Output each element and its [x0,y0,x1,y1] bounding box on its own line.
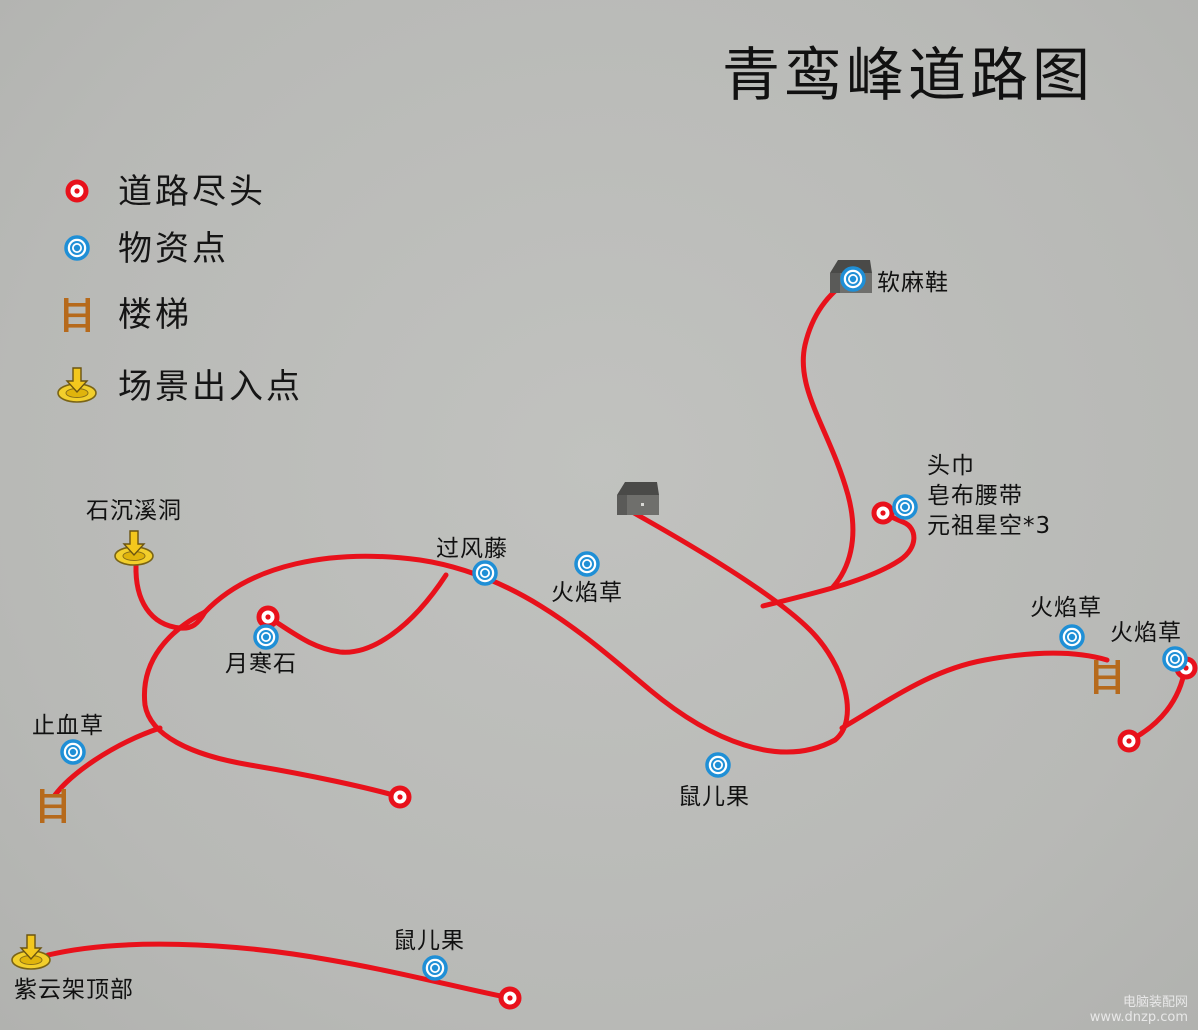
place-label-huoyancao-2: 火焰草 [1030,595,1102,621]
place-label-ziyunjia-top: 紫云架顶部 [14,977,134,1003]
watermark-line2: www.dnzp.com [1089,1010,1188,1026]
supply-point-icon[interactable] [472,560,498,586]
place-label-huoyancao-1: 火焰草 [551,580,623,606]
supply-point-icon[interactable] [840,266,866,292]
place-label-shuerguo-2: 鼠儿果 [393,928,465,954]
legend-supply-label: 物资点 [118,229,229,269]
road-east [839,650,1110,731]
road-far-east [1126,665,1188,744]
legend-entry-icon [57,367,97,403]
scene-entry-icon[interactable] [114,530,154,566]
supply-point-icon[interactable] [1162,646,1188,672]
road-network [45,277,1188,1001]
road-end-icon[interactable] [501,989,519,1007]
supply-point-icon[interactable] [60,739,86,765]
legend-stairs-label: 楼梯 [118,295,192,335]
road-south [45,941,513,1001]
road-to-stairs-west [52,725,163,798]
supply-point-icon[interactable] [1059,624,1085,650]
road-to-ruanmaxie [800,277,856,590]
road-west-loop [202,510,850,755]
supply-point-icon[interactable] [253,624,279,650]
supply-point-icon[interactable] [705,752,731,778]
legend-road-end-icon [68,182,86,200]
place-label-zhixuecao: 止血草 [32,713,104,739]
road-end-icon[interactable] [1120,732,1138,750]
road-end-icon[interactable] [874,504,892,522]
place-label-shuerguo-1: 鼠儿果 [678,784,750,810]
place-label-huoyancao-3: 火焰草 [1110,620,1182,646]
house-icon [617,482,659,515]
place-label-guofengteng: 过风藤 [436,536,508,562]
supply-point-icon[interactable] [892,494,918,520]
legend-supply-icon [64,235,90,261]
road-end-icon[interactable] [259,608,277,626]
watermark-line1: 电脑装配网 [1122,995,1188,1011]
watermark: 电脑装配网 www.dnzp.com [1089,995,1188,1026]
map-title: 青鸾峰道路图 [722,41,1095,109]
road-to-yuehanshi [265,572,449,655]
road-west-lower-arc [141,609,403,800]
place-label-zaobu-yaodai: 皂布腰带 [927,483,1023,509]
stairs-icon[interactable] [1094,660,1120,694]
legend-road-end-label: 道路尽头 [118,172,266,212]
supply-point-icon[interactable] [574,551,600,577]
place-label-toujin: 头巾 [927,453,975,479]
legend-stairs-icon [64,298,90,332]
stairs-icon[interactable] [40,789,66,823]
scene-entry-icon[interactable] [11,934,51,970]
place-label-shichen-cave: 石沉溪洞 [86,498,182,524]
place-label-ruanmaxie: 软麻鞋 [877,270,949,296]
place-label-yuehanshi: 月寒石 [225,651,297,677]
legend-scene-entry-label: 场景出入点 [118,367,303,407]
supply-point-icon[interactable] [422,955,448,981]
place-label-yuanzu-xingkong: 元祖星空*3 [927,513,1052,539]
road-to-toujin [760,510,917,609]
road-end-icon[interactable] [391,788,409,806]
